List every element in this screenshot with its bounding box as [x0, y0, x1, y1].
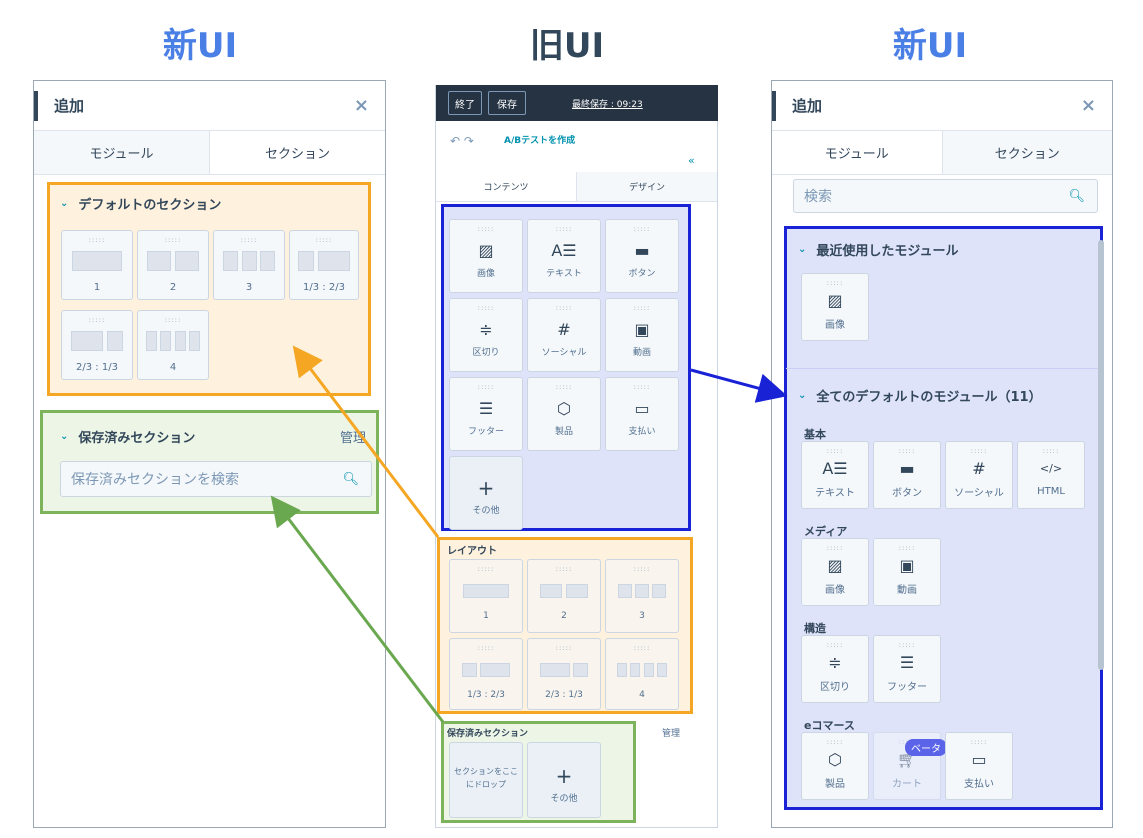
heading-new-ui-right: 新UI: [892, 26, 968, 66]
highlight-saved-sections: [40, 410, 379, 514]
old-module-social[interactable]: :::::#ソーシャル: [527, 298, 601, 372]
close-icon[interactable]: ×: [1080, 95, 1096, 116]
old-module-video[interactable]: :::::▣動画: [605, 298, 679, 372]
search-icon: 🔍︎: [342, 471, 359, 487]
layout-title: レイアウト: [447, 546, 497, 557]
recent-module-image[interactable]: :::::▨画像: [801, 273, 869, 341]
tab-modules[interactable]: モジュール: [772, 131, 943, 174]
close-icon[interactable]: ×: [353, 95, 369, 116]
heading-new-ui-left: 新UI: [162, 26, 238, 66]
exit-button[interactable]: 終了: [448, 91, 482, 115]
old-saved-title: 保存済みセクション: [447, 729, 529, 739]
group-structure: 構造: [804, 622, 826, 635]
old-layout-2[interactable]: ::::: 2: [527, 559, 601, 633]
tab-sections[interactable]: セクション: [942, 131, 1112, 174]
saved-sections-title[interactable]: ⌄ 保存済みセクション: [60, 431, 196, 446]
old-module-more[interactable]: +その他: [449, 456, 523, 530]
old-module-product[interactable]: :::::⬡製品: [527, 377, 601, 451]
highlight-old-saved: [441, 721, 636, 823]
panel-header: 追加 ×: [772, 81, 1112, 131]
old-drop-zone[interactable]: セクションをここにドロップ: [449, 742, 523, 818]
layout-tile-4[interactable]: ::::: 4: [137, 310, 209, 380]
module-video[interactable]: :::::▣動画: [873, 538, 941, 606]
module-divider[interactable]: :::::≑区切り: [801, 635, 869, 703]
scrollbar[interactable]: [1098, 240, 1104, 670]
save-button[interactable]: 保存: [488, 91, 526, 115]
left-add-panel: 追加 × モジュール セクション: [33, 80, 386, 828]
highlight-default-sections: [47, 182, 371, 396]
module-social[interactable]: :::::#ソーシャル: [945, 441, 1013, 509]
group-ecommerce: eコマース: [804, 719, 855, 732]
ab-test-link[interactable]: A/Bテストを作成: [504, 136, 576, 146]
panel-header: 追加 ×: [34, 81, 385, 131]
group-media: メディア: [804, 525, 848, 538]
panel-title: 追加: [54, 97, 85, 115]
old-module-button[interactable]: :::::▬ボタン: [605, 219, 679, 293]
module-search-input[interactable]: 検索 🔍︎: [793, 179, 1098, 213]
arrow-modules-to-new-modules: [690, 368, 788, 403]
old-top-bar: 終了 保存 最終保存 : 09:23: [436, 85, 718, 121]
chevron-down-icon: ⌄: [60, 431, 69, 442]
module-html[interactable]: :::::</>HTML: [1017, 441, 1085, 509]
old-module-divider[interactable]: :::::≑区切り: [449, 298, 523, 372]
old-saved-more[interactable]: +その他: [527, 742, 601, 818]
old-module-image[interactable]: :::::▨画像: [449, 219, 523, 293]
arrow-saved-to-saved-sections: [270, 495, 445, 723]
module-text[interactable]: :::::A☰テキスト: [801, 441, 869, 509]
recent-modules-title[interactable]: ⌄ 最近使用したモジュール: [798, 244, 959, 259]
saved-sections-search-input[interactable]: 保存済みセクションを検索 🔍︎: [60, 461, 372, 497]
last-saved-text: 最終保存 : 09:23: [572, 100, 643, 110]
tab-contents[interactable]: コンテンツ: [483, 183, 529, 193]
layout-tile-1-3-2-3[interactable]: ::::: 1/3 : 2/3: [289, 230, 359, 300]
layout-tile-1[interactable]: ::::: 1: [61, 230, 133, 300]
tab-modules[interactable]: モジュール: [34, 131, 210, 174]
chevron-down-icon: ⌄: [798, 244, 807, 255]
all-modules-title[interactable]: ⌄ 全てのデフォルトのモジュール（11）: [798, 390, 1042, 405]
module-button[interactable]: :::::▬ボタン: [873, 441, 941, 509]
old-module-text[interactable]: :::::A☰テキスト: [527, 219, 601, 293]
module-product[interactable]: :::::⬡製品: [801, 732, 869, 800]
old-manage-link[interactable]: 管理: [662, 729, 681, 739]
tab-sections[interactable]: セクション: [264, 147, 330, 162]
old-layout-3[interactable]: ::::: 3: [605, 559, 679, 633]
undo-redo-icons[interactable]: ↶ ↷: [450, 134, 474, 148]
collapse-icon[interactable]: «: [688, 154, 695, 167]
heading-old-ui: 旧UI: [529, 26, 605, 66]
search-icon: 🔍︎: [1068, 188, 1085, 204]
chevron-down-icon: ⌄: [798, 390, 807, 401]
chevron-down-icon: ⌄: [60, 198, 69, 209]
layout-tile-3[interactable]: ::::: 3: [213, 230, 285, 300]
panel-title: 追加: [792, 97, 823, 115]
group-basic: 基本: [804, 428, 826, 441]
old-layout-2-3-1-3[interactable]: ::::: 2/3 : 1/3: [527, 638, 601, 710]
highlight-old-layout: [437, 537, 693, 714]
module-footer[interactable]: :::::☰フッター: [873, 635, 941, 703]
tab-design[interactable]: デザイン: [576, 172, 717, 201]
old-layout-1[interactable]: :::::1: [449, 559, 523, 633]
old-layout-1-3-2-3[interactable]: ::::: 1/3 : 2/3: [449, 638, 523, 710]
highlight-old-modules: [441, 204, 691, 531]
module-payment[interactable]: :::::▭支払い: [945, 732, 1013, 800]
layout-tile-2-3-1-3[interactable]: ::::: 2/3 : 1/3: [61, 310, 133, 380]
module-image[interactable]: :::::▨画像: [801, 538, 869, 606]
arrow-layout-to-default-sections: [292, 345, 440, 538]
old-layout-4[interactable]: ::::: 4: [605, 638, 679, 710]
layout-tile-2[interactable]: ::::: 2: [137, 230, 209, 300]
old-module-payment[interactable]: :::::▭支払い: [605, 377, 679, 451]
beta-badge: ベータ: [905, 739, 947, 756]
default-sections-title[interactable]: ⌄ デフォルトのセクション: [60, 198, 222, 213]
old-module-footer[interactable]: :::::☰フッター: [449, 377, 523, 451]
